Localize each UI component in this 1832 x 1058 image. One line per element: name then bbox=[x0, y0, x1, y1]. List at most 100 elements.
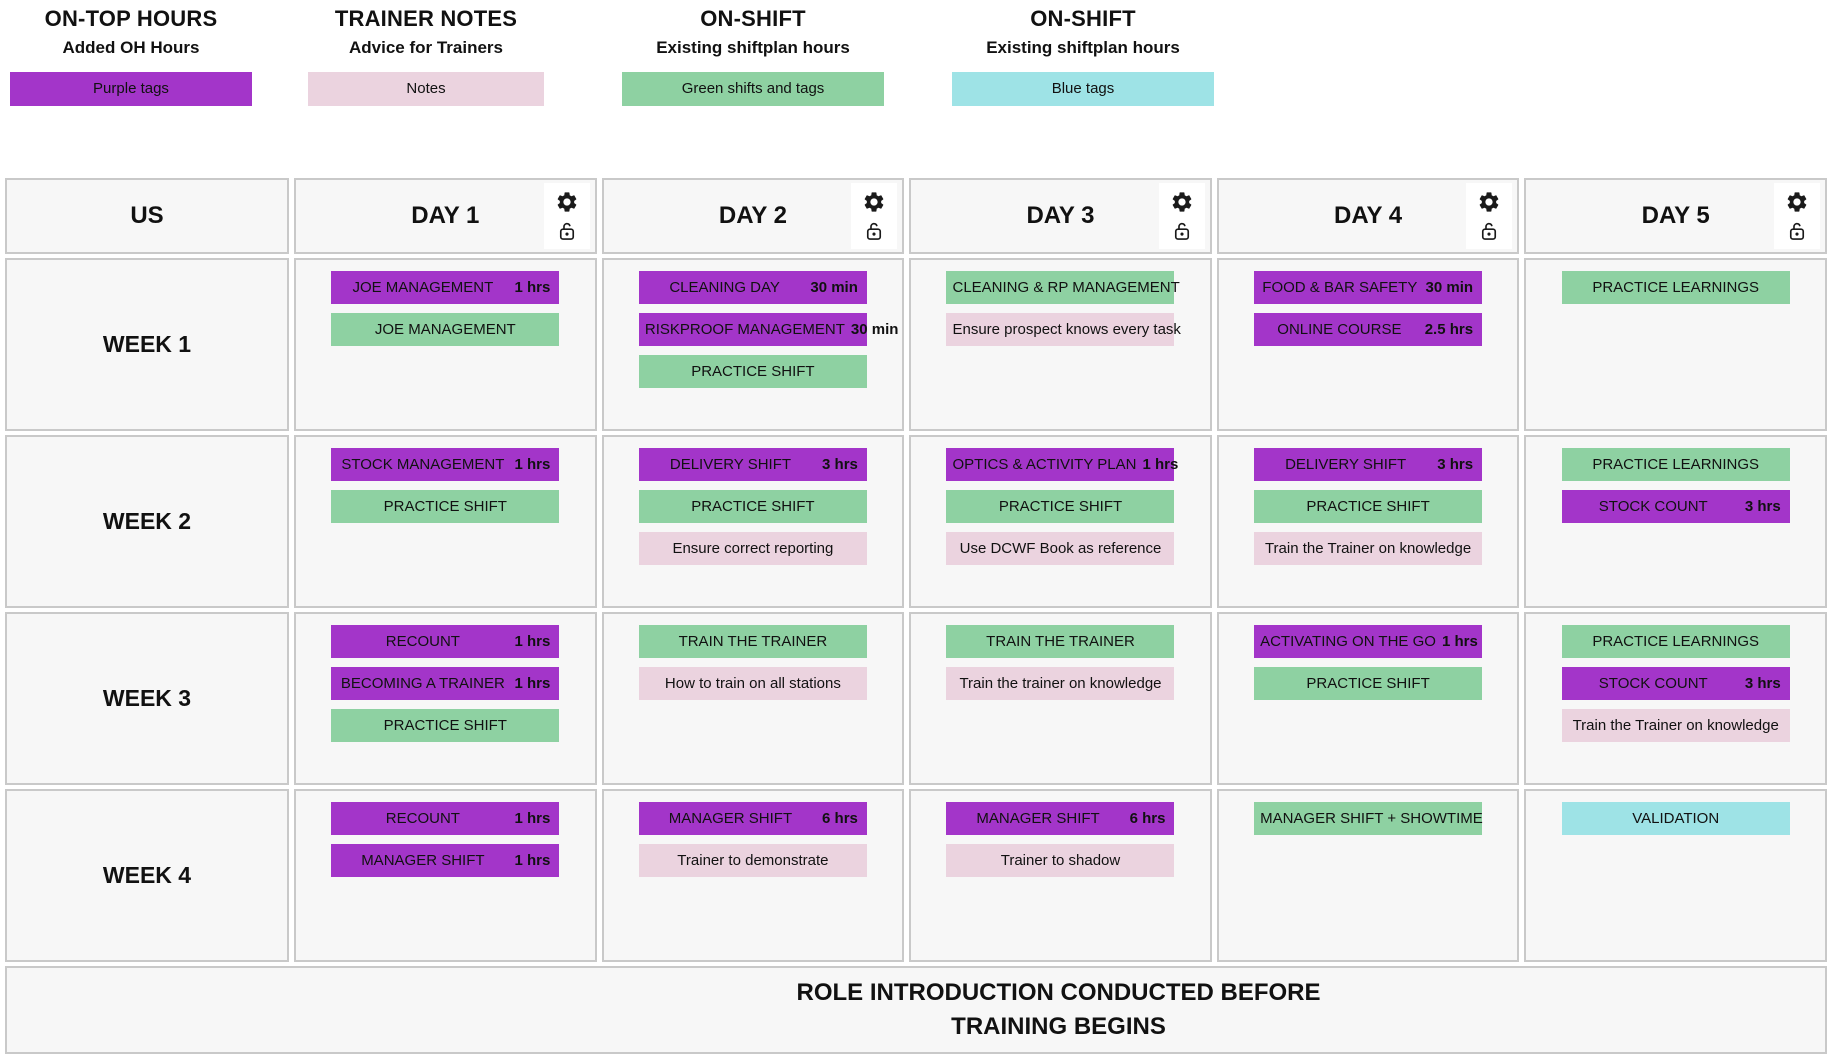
tag-on-shift-green[interactable]: TRAIN THE TRAINER bbox=[638, 625, 867, 658]
tag-hours: 3 hrs bbox=[822, 456, 858, 473]
tag-label: TRAIN THE TRAINER bbox=[678, 633, 828, 650]
trainer-note[interactable]: Train the Trainer on knowledge bbox=[1254, 532, 1483, 565]
tag-hours: 1 hrs bbox=[514, 810, 551, 827]
tag-on-shift-green[interactable]: PRACTICE SHIFT bbox=[638, 355, 867, 388]
tag-label: RISKPROOF MANAGEMENT bbox=[644, 321, 845, 338]
gear-icon[interactable] bbox=[1170, 190, 1194, 214]
tag-on-shift-green[interactable]: TRAIN THE TRAINER bbox=[946, 625, 1175, 658]
legend-swatch: Notes bbox=[308, 72, 544, 106]
lock-open-icon[interactable] bbox=[1786, 220, 1808, 242]
header-icon-box bbox=[851, 183, 898, 249]
tag-label: PRACTICE SHIFT bbox=[383, 717, 507, 734]
tag-label: CLEANING DAY bbox=[669, 279, 780, 296]
gear-icon[interactable] bbox=[1785, 190, 1809, 214]
tag-on-shift-green[interactable]: PRACTICE SHIFT bbox=[331, 490, 560, 523]
tag-label: Trainer to demonstrate bbox=[677, 852, 829, 869]
trainer-note[interactable]: Trainer to demonstrate bbox=[638, 844, 867, 877]
trainer-note[interactable]: Train the trainer on knowledge bbox=[946, 667, 1175, 700]
tag-on-shift-green[interactable]: PRACTICE LEARNINGS bbox=[1561, 271, 1790, 304]
lock-open-icon[interactable] bbox=[1171, 220, 1193, 242]
gear-icon[interactable] bbox=[555, 190, 579, 214]
trainer-note[interactable]: Use DCWF Book as reference bbox=[946, 532, 1175, 565]
trainer-note[interactable]: Train the Trainer on knowledge bbox=[1561, 709, 1790, 742]
day-header-label: DAY 4 bbox=[1334, 202, 1403, 229]
tag-label: VALIDATION bbox=[1632, 810, 1720, 827]
tag-on-top-hours[interactable]: STOCK MANAGEMENT 1 hrs bbox=[331, 448, 560, 481]
tag-label: PRACTICE SHIFT bbox=[1306, 675, 1430, 692]
tag-label: STOCK MANAGEMENT bbox=[341, 456, 505, 473]
tag-hours: 30 min bbox=[810, 279, 858, 296]
tag-hours: 1 hrs bbox=[1441, 633, 1478, 650]
trainer-note[interactable]: Ensure prospect knows every task bbox=[946, 313, 1181, 346]
tag-hours: 2.5 hrs bbox=[1424, 321, 1474, 338]
tag-hours: 1 hrs bbox=[514, 279, 551, 296]
lock-open-icon[interactable] bbox=[556, 220, 578, 242]
tag-on-shift-blue[interactable]: VALIDATION bbox=[1561, 802, 1790, 835]
tag-on-top-hours[interactable]: RISKPROOF MANAGEMENT 30 min bbox=[638, 313, 898, 346]
tag-on-top-hours[interactable]: CLEANING DAY 30 min bbox=[638, 271, 867, 304]
tag-on-shift-green[interactable]: PRACTICE SHIFT bbox=[331, 709, 560, 742]
tag-label: PRACTICE SHIFT bbox=[691, 498, 815, 515]
legend-swatch: Green shifts and tags bbox=[622, 72, 884, 106]
tag-on-shift-green[interactable]: CLEANING & RP MANAGEMENT bbox=[946, 271, 1180, 304]
tag-hours: 6 hrs bbox=[1129, 810, 1166, 827]
day-header: DAY 4 bbox=[1216, 178, 1520, 254]
tag-on-shift-green[interactable]: PRACTICE SHIFT bbox=[1254, 490, 1483, 523]
tag-on-shift-green[interactable]: PRACTICE LEARNINGS bbox=[1561, 625, 1790, 658]
week-label: WEEK 2 bbox=[5, 435, 289, 608]
tag-on-top-hours[interactable]: DELIVERY SHIFT 3 hrs bbox=[638, 448, 867, 481]
tag-hours: 1 hrs bbox=[514, 456, 551, 473]
tag-label: DELIVERY SHIFT bbox=[669, 456, 792, 473]
tag-label: PRACTICE SHIFT bbox=[691, 363, 815, 380]
tag-label: PRACTICE LEARNINGS bbox=[1592, 633, 1760, 650]
tag-hours: 30 min bbox=[850, 321, 899, 338]
tag-on-shift-green[interactable]: PRACTICE SHIFT bbox=[946, 490, 1175, 523]
tag-label: BECOMING A TRAINER bbox=[340, 675, 505, 692]
gear-icon[interactable] bbox=[862, 190, 886, 214]
trainer-note[interactable]: Ensure correct reporting bbox=[638, 532, 867, 565]
tag-label: Ensure prospect knows every task bbox=[952, 321, 1181, 338]
tag-on-shift-green[interactable]: PRACTICE LEARNINGS bbox=[1561, 448, 1790, 481]
tag-label: TRAIN THE TRAINER bbox=[986, 633, 1135, 650]
tag-on-shift-green[interactable]: PRACTICE SHIFT bbox=[1254, 667, 1483, 700]
trainer-note[interactable]: How to train on all stations bbox=[638, 667, 867, 700]
lock-open-icon[interactable] bbox=[863, 220, 885, 242]
day-header: DAY 5 bbox=[1524, 178, 1827, 254]
trainer-note[interactable]: Trainer to shadow bbox=[946, 844, 1175, 877]
tag-label: PRACTICE SHIFT bbox=[383, 498, 507, 515]
gear-icon[interactable] bbox=[1477, 190, 1501, 214]
legend-title: ON-TOP HOURS bbox=[44, 6, 218, 31]
tag-label: Trainer to shadow bbox=[1000, 852, 1121, 869]
tag-on-shift-green[interactable]: MANAGER SHIFT + SHOWTIME bbox=[1254, 802, 1483, 835]
lock-open-icon[interactable] bbox=[1478, 220, 1500, 242]
tag-on-shift-green[interactable]: JOE MANAGEMENT bbox=[331, 313, 560, 346]
tag-label: PRACTICE LEARNINGS bbox=[1592, 279, 1760, 296]
tag-on-shift-green[interactable]: PRACTICE SHIFT bbox=[638, 490, 867, 523]
day-header: DAY 1 bbox=[294, 178, 597, 254]
week-label: WEEK 1 bbox=[5, 258, 289, 431]
tag-label: Train the Trainer on knowledge bbox=[1264, 540, 1472, 557]
